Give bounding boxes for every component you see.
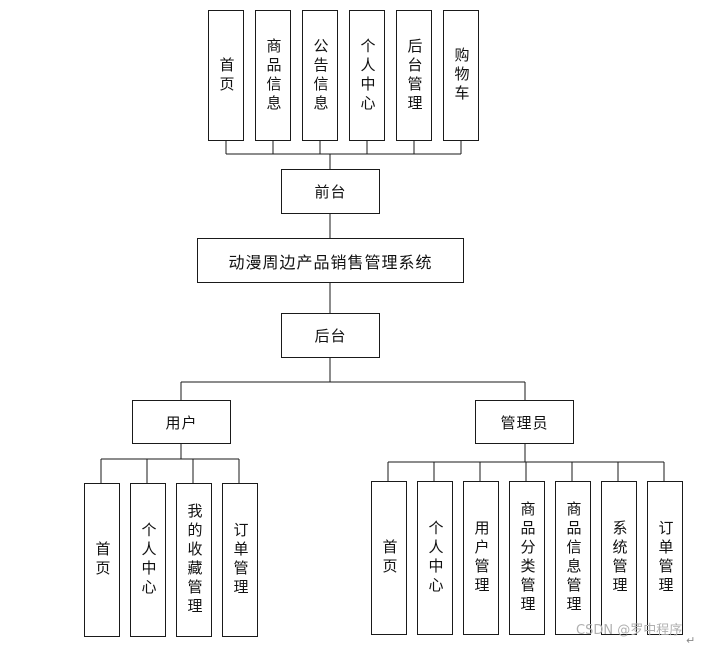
user-module-order-management: 订单管理 (222, 483, 258, 637)
admin-module-label: 首页 (380, 539, 399, 577)
role-user-node: 用户 (132, 400, 231, 444)
frontend-node: 前台 (281, 169, 380, 214)
frontend-module-product-info: 商品信息 (255, 10, 291, 141)
user-module-personal-center: 个人中心 (130, 483, 166, 637)
backend-node: 后台 (281, 313, 380, 358)
role-user-label: 用户 (165, 413, 198, 432)
user-module-home: 首页 (84, 483, 120, 637)
frontend-module-label: 后台管理 (405, 37, 424, 114)
frontend-module-personal-center: 个人中心 (349, 10, 385, 141)
admin-module-label: 个人中心 (426, 520, 445, 596)
admin-module-label: 商品信息管理 (564, 501, 583, 615)
backend-node-label: 后台 (314, 327, 347, 345)
frontend-module-shopping-cart: 购物车 (443, 10, 479, 141)
frontend-module-label: 购物车 (452, 47, 471, 104)
admin-module-category-management: 商品分类管理 (509, 481, 545, 635)
admin-module-home: 首页 (371, 481, 407, 635)
admin-module-label: 订单管理 (656, 520, 675, 596)
user-module-label: 首页 (93, 541, 112, 579)
role-admin-label: 管理员 (500, 413, 549, 432)
admin-module-system-management: 系统管理 (601, 481, 637, 635)
frontend-node-label: 前台 (314, 183, 347, 201)
watermark-text: CSDN @罗中程序 (576, 623, 683, 638)
frontend-module-label: 首页 (217, 56, 236, 95)
admin-module-product-management: 商品信息管理 (555, 481, 591, 635)
admin-module-label: 商品分类管理 (518, 501, 537, 615)
role-admin-node: 管理员 (475, 400, 574, 444)
user-module-label: 个人中心 (139, 522, 158, 598)
frontend-module-label: 商品信息 (264, 37, 283, 114)
frontend-module-label: 公告信息 (311, 37, 330, 114)
system-root-node: 动漫周边产品销售管理系统 (197, 238, 464, 283)
system-root-label: 动漫周边产品销售管理系统 (228, 252, 433, 272)
user-module-label: 我的收藏管理 (185, 503, 204, 617)
admin-module-user-management: 用户管理 (463, 481, 499, 635)
admin-module-personal-center: 个人中心 (417, 481, 453, 635)
frontend-module-admin-portal: 后台管理 (396, 10, 432, 141)
admin-module-order-management: 订单管理 (647, 481, 683, 635)
paragraph-return-icon: ↵ (686, 634, 696, 647)
frontend-module-label: 个人中心 (358, 37, 377, 114)
frontend-module-home: 首页 (208, 10, 244, 141)
admin-module-label: 用户管理 (472, 520, 491, 596)
admin-module-label: 系统管理 (610, 520, 629, 596)
user-module-favorites-management: 我的收藏管理 (176, 483, 212, 637)
frontend-module-notice-info: 公告信息 (302, 10, 338, 141)
user-module-label: 订单管理 (231, 522, 250, 598)
